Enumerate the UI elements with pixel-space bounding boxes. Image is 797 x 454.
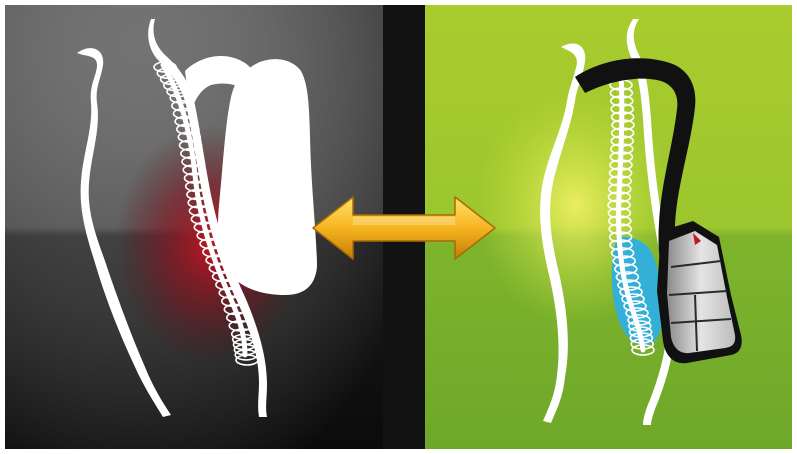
heavy-backpack (218, 59, 317, 295)
posture-comparison-illustration (5, 5, 792, 449)
double-headed-arrow-icon (309, 193, 499, 263)
